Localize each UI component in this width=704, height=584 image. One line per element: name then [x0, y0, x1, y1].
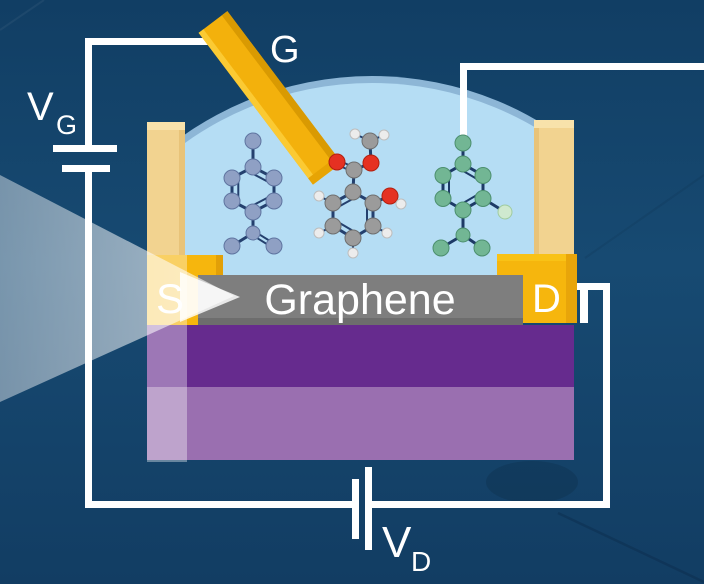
drain-pillar [534, 120, 574, 257]
gate-battery-short-plate [62, 165, 110, 172]
pale-atom [497, 204, 513, 220]
drain-voltage-label: V [382, 518, 412, 567]
molecule-left [223, 132, 283, 255]
gate-electrode-bar [198, 11, 342, 185]
molecule-center [313, 128, 407, 259]
light-beam-focus-tip [180, 272, 240, 322]
molecule-right [432, 134, 513, 257]
device-shadow [486, 461, 578, 503]
source-pillar [147, 122, 185, 257]
gate-battery-long-plate [53, 145, 117, 152]
gate-voltage-subscript: G [56, 110, 77, 140]
substrate-bottom-layer [147, 387, 574, 460]
channel-label: Graphene [264, 276, 455, 324]
drain-voltage-subscript: D [411, 546, 431, 577]
battery-symbols [53, 145, 588, 550]
light-beam [0, 175, 240, 462]
reference-electrode-wire [460, 63, 704, 141]
drain-wire [372, 283, 610, 508]
gate-voltage-label: V [27, 85, 54, 129]
drain-label: D [532, 277, 561, 321]
drain-contact-gold [497, 254, 577, 323]
drain-battery-short-plate [352, 479, 359, 539]
substrate-top-layer [147, 325, 574, 387]
graphene-channel [198, 275, 523, 325]
source-label: S [156, 275, 184, 322]
labels: V G G S Graphene D V D [27, 29, 561, 577]
drain-wire-stub [580, 288, 588, 323]
gate-label: G [270, 29, 300, 71]
drain-battery-long-plate [365, 467, 372, 550]
gate-wire [85, 38, 216, 145]
